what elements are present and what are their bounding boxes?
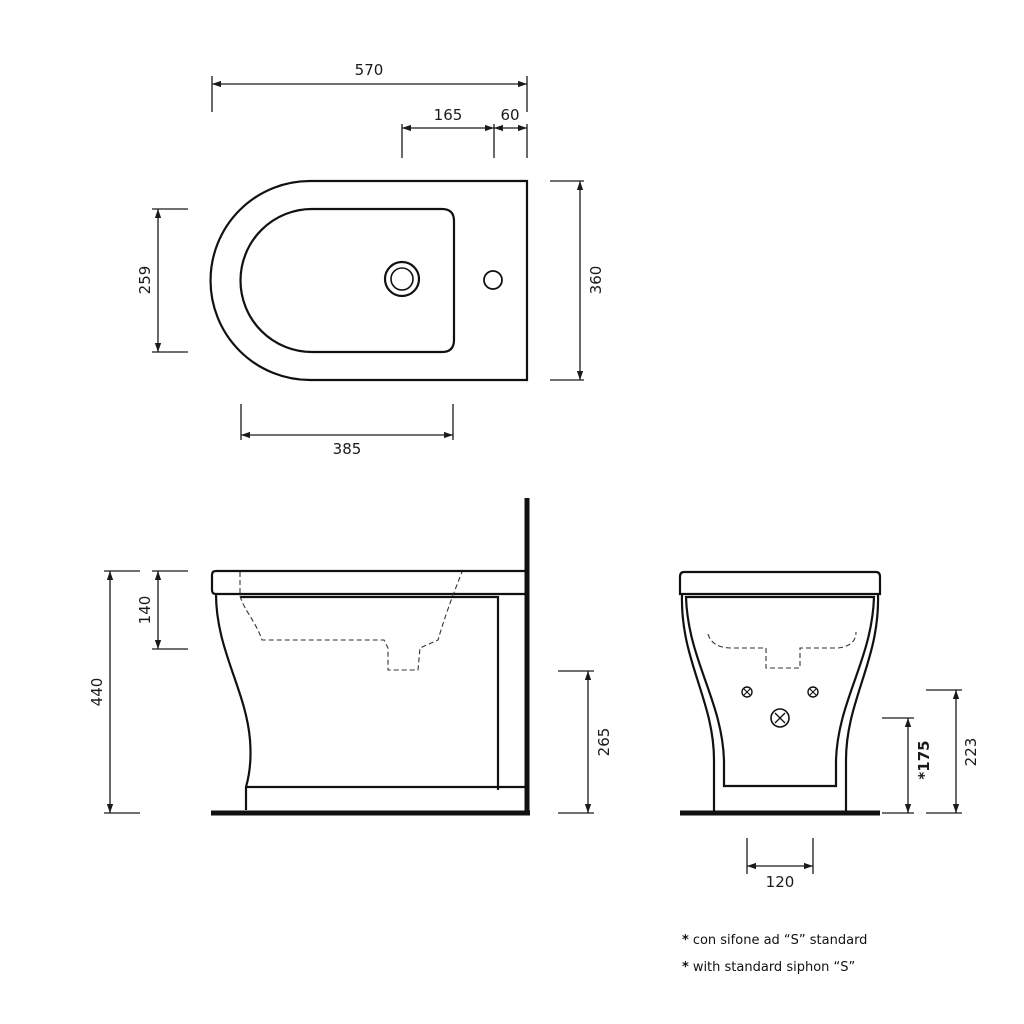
- dim-hole-offset-b: 60: [500, 106, 519, 124]
- note-asterisk: *: [682, 960, 689, 975]
- side-body: [214, 593, 252, 810]
- note-asterisk: *: [682, 933, 689, 948]
- front-bowl-hidden: [707, 631, 857, 669]
- dim-side-outlet-height: 265: [595, 728, 613, 757]
- bolt-left-icon: [741, 686, 753, 698]
- note-english: *with standard siphon “S”: [682, 960, 855, 975]
- plan-outline: [209, 179, 529, 382]
- plan-view: 570 165 60 259 360 385: [136, 61, 605, 458]
- note-english-text: with standard siphon “S”: [692, 960, 856, 975]
- dim-overall-length: 570: [355, 61, 384, 79]
- dim-rim-height: 140: [136, 596, 154, 625]
- front-body-outer: [680, 593, 880, 812]
- dim-hole-offset-a: 165: [434, 106, 463, 124]
- note-italian-text: con sifone ad “S” standard: [692, 933, 868, 948]
- side-view: 140 440 265: [88, 498, 613, 816]
- dim-siphon-height: *175: [915, 740, 933, 779]
- dim-front-outlet-height: 223: [962, 738, 980, 767]
- dim-bowl-width: 259: [136, 266, 154, 295]
- note-italian: *con sifone ad “S” standard: [682, 933, 867, 948]
- drain-outer-icon: [383, 260, 421, 298]
- front-view: *175 223 120: [678, 570, 980, 891]
- tap-hole-icon: [483, 270, 503, 290]
- dim-total-height: 440: [88, 678, 106, 707]
- dim-bowl-length: 385: [333, 440, 362, 458]
- front-body-inner: [684, 595, 876, 788]
- dim-outlet-width: 120: [766, 873, 795, 891]
- side-rim: [210, 569, 527, 596]
- dim-overall-width: 360: [587, 266, 605, 295]
- plan-bowl: [239, 207, 456, 354]
- outlet-icon: [770, 708, 790, 728]
- drain-inner-icon: [390, 267, 414, 291]
- side-bowl-hidden: [239, 571, 463, 671]
- front-rim: [678, 570, 882, 596]
- side-back-plate: [240, 595, 500, 790]
- bolt-right-icon: [807, 686, 819, 698]
